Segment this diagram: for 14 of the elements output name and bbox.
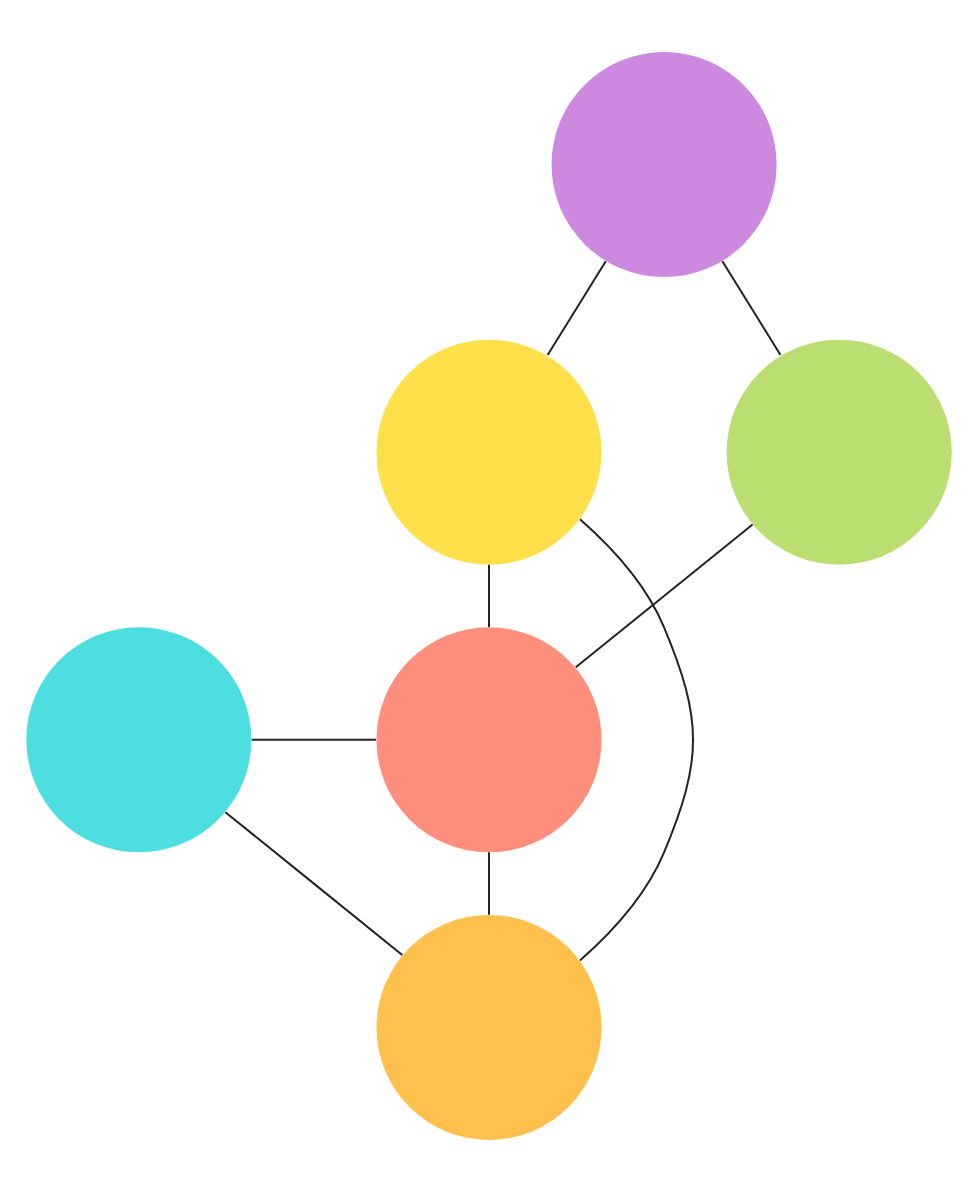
- connector: [488, 851, 490, 916]
- node-circle: [26, 627, 252, 853]
- node-circle: [376, 627, 602, 853]
- node-circle: [376, 914, 602, 1140]
- connector: [721, 260, 782, 356]
- node-circle: [551, 52, 777, 278]
- connector: [224, 811, 404, 956]
- node-circle: [726, 339, 952, 565]
- connector: [546, 260, 607, 356]
- connector: [250, 738, 377, 741]
- connector: [578, 518, 695, 962]
- node-circle: [376, 339, 602, 565]
- connector: [574, 523, 754, 669]
- connector: [488, 563, 490, 629]
